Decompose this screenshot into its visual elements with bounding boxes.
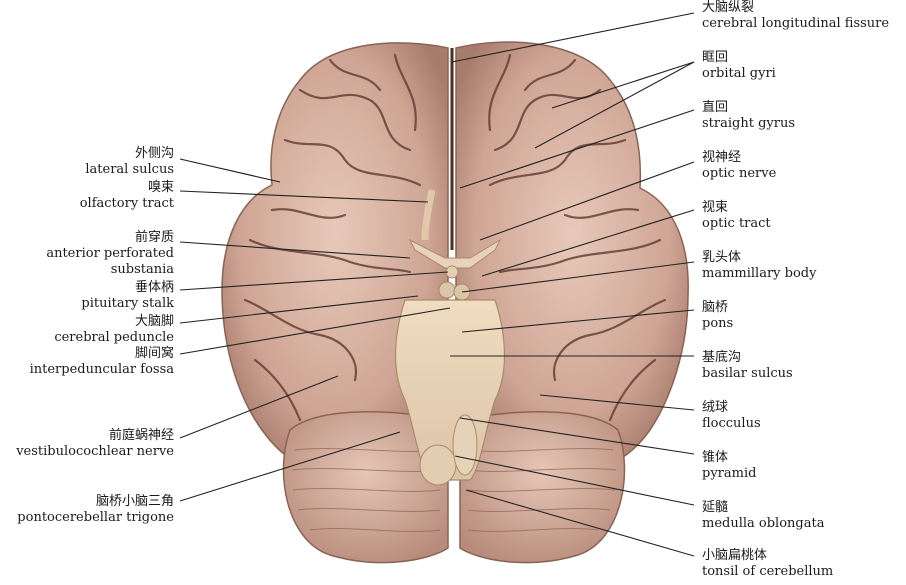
label-cn: 脑桥小脑三角: [95, 494, 174, 509]
label-cn: 垂体柄: [134, 280, 174, 295]
label-vestibulocochlear-nerve: 前庭蜗神经 vestibulocochlear nerve: [16, 428, 174, 460]
leader-line: [179, 190, 429, 203]
label-cn: 延髓: [702, 500, 729, 515]
label-cn: 脑桥: [702, 300, 729, 315]
label-cn: 外侧沟: [134, 146, 174, 161]
label-optic-nerve: 视神经 optic nerve: [702, 150, 776, 182]
label-pituitary-stalk: 垂体柄 pituitary stalk: [81, 280, 174, 312]
label-cerebral-longitudinal-fissure: 大脑纵裂 cerebral longitudinal fissure: [702, 0, 889, 32]
label-en: anterior perforated substania: [46, 246, 174, 277]
label-en: lateral sulcus: [85, 162, 174, 177]
label-cn: 基底沟: [702, 350, 742, 365]
label-straight-gyrus: 直回 straight gyrus: [702, 100, 795, 132]
leader-line: [451, 12, 695, 63]
label-medulla-oblongata: 延髓 medulla oblongata: [702, 500, 824, 532]
label-flocculus: 绒球 flocculus: [702, 400, 761, 432]
label-en: vestibulocochlear nerve: [16, 444, 174, 459]
label-cn: 前庭蜗神经: [108, 428, 174, 443]
label-lateral-sulcus: 外侧沟 lateral sulcus: [85, 146, 174, 178]
label-optic-tract: 视束 optic tract: [702, 200, 771, 232]
cerebrum: [221, 41, 689, 471]
label-cn: 前穿质: [134, 230, 174, 245]
label-cn: 直回: [702, 100, 729, 115]
leader-line: [459, 417, 695, 455]
label-en: tonsil of cerebellum: [702, 564, 834, 579]
label-en: optic nerve: [702, 166, 777, 181]
label-en: cerebral longitudinal fissure: [702, 16, 890, 31]
leader-line: [179, 271, 449, 291]
label-cn: 嗅束: [147, 180, 174, 195]
leader-line: [459, 109, 695, 189]
label-mammillary-body: 乳头体 mammillary body: [702, 250, 816, 282]
label-cn: 锥体: [702, 450, 729, 465]
leader-line: [479, 161, 695, 241]
leader-line: [461, 261, 695, 293]
label-basilar-sulcus: 基底沟 basilar sulcus: [702, 350, 793, 382]
leader-line: [179, 431, 401, 502]
label-anterior-perforated-substance: 前穿质 anterior perforated substania: [24, 230, 174, 278]
label-cn: 绒球: [702, 400, 729, 415]
leader-line: [481, 209, 695, 277]
label-cerebral-peduncle: 大脑脚 cerebral peduncle: [54, 314, 174, 346]
leader-line: [179, 241, 411, 259]
label-cn: 视神经: [702, 150, 742, 165]
label-en: straight gyrus: [702, 116, 795, 131]
leader-line: [465, 489, 695, 557]
label-en: pons: [702, 316, 734, 331]
label-cn: 乳头体: [702, 250, 742, 265]
leader-lines: [179, 12, 695, 557]
label-tonsil-of-cerebellum: 小脑扁桃体 tonsil of cerebellum: [702, 548, 833, 580]
cerebellum: [282, 411, 626, 564]
label-en: pyramid: [702, 466, 757, 481]
leader-line: [539, 394, 695, 411]
leader-line: [534, 61, 695, 149]
leader-line: [461, 309, 695, 333]
label-en: cerebral peduncle: [54, 330, 174, 345]
leader-line: [179, 375, 339, 439]
leader-line: [179, 295, 419, 324]
label-cn: 小脑扁桃体: [702, 548, 768, 563]
label-en: optic tract: [702, 216, 771, 231]
leader-line: [179, 158, 281, 183]
label-cn: 视束: [702, 200, 729, 215]
label-en: basilar sulcus: [702, 366, 793, 381]
label-en: flocculus: [702, 416, 761, 431]
label-pontocerebellar-trigone: 脑桥小脑三角 pontocerebellar trigone: [17, 494, 174, 526]
label-cn: 大脑脚: [134, 314, 174, 329]
label-en: pituitary stalk: [81, 296, 174, 311]
label-pyramid: 锥体 pyramid: [702, 450, 756, 482]
label-olfactory-tract: 嗅束 olfactory tract: [80, 180, 174, 212]
label-en: pontocerebellar trigone: [17, 510, 174, 525]
label-orbital-gyri: 眶回 orbital gyri: [702, 50, 776, 82]
label-en: medulla oblongata: [702, 516, 825, 531]
leader-line: [454, 455, 695, 506]
label-interpeduncular-fossa: 脚间窝 interpeduncular fossa: [30, 346, 174, 378]
leader-line: [179, 307, 451, 355]
label-pons: 脑桥 pons: [702, 300, 733, 332]
label-en: interpeduncular fossa: [29, 362, 174, 377]
label-en: orbital gyri: [702, 66, 776, 81]
label-en: olfactory tract: [79, 196, 174, 211]
leader-line: [551, 61, 695, 109]
label-cn: 大脑纵裂: [702, 0, 755, 15]
label-cn: 脚间窝: [134, 346, 174, 361]
brainstem: [394, 189, 506, 486]
label-cn: 眶回: [702, 50, 729, 65]
label-en: mammillary body: [702, 266, 817, 281]
